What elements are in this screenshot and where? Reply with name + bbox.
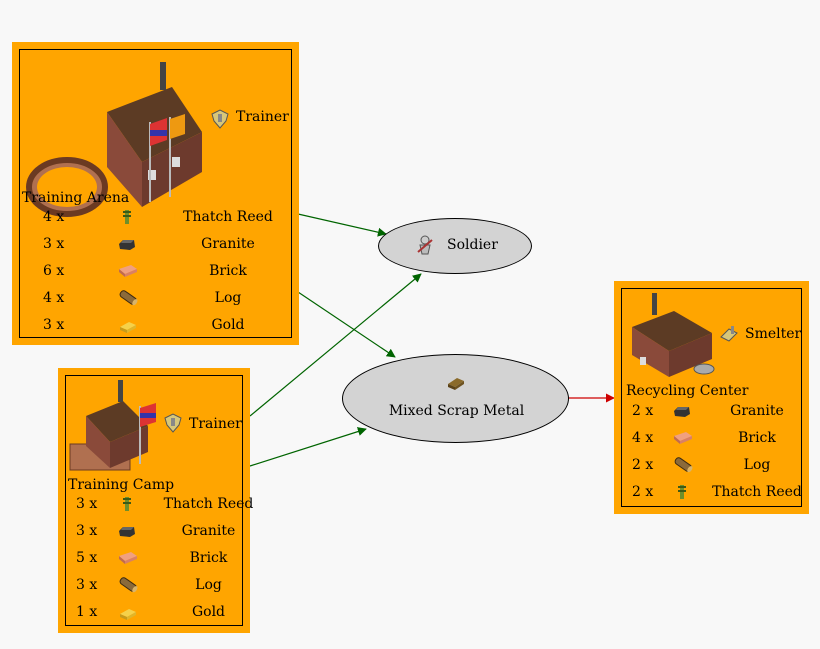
trainer-icon [211,109,229,129]
input-qty: 3 x [76,523,98,539]
input-qty: 4 x [632,430,654,446]
node-training-camp[interactable]: Trainer Training Camp 3 x Thatch Reed 3 … [58,368,253,633]
input-name: Brick [209,263,247,279]
soldier-label: Soldier [447,237,498,253]
thatch-reed-icon [678,485,686,499]
node-training-arena[interactable]: Trainer Training Arena 4 x Thatch Reed 3… [12,42,299,345]
input-qty: 2 x [632,484,654,500]
edge-camp-scrap [249,427,367,467]
input-row: 3 x Gold [43,313,283,340]
worker-label: Trainer [236,109,289,125]
scrap-metal-icon [448,378,464,390]
building-name: Recycling Center [626,383,749,399]
input-name: Granite [730,403,784,419]
node-border [19,49,292,338]
granite-icon [674,407,690,417]
input-name: Thatch Reed [712,484,802,500]
brick-icon [119,552,137,564]
gold-icon [120,322,136,333]
input-qty: 4 x [43,290,65,306]
worker-label: Smelter [745,326,802,342]
input-row: 2 x Log [632,453,802,480]
input-name: Log [195,577,222,593]
input-row: 3 x Thatch Reed [76,492,253,519]
granite-icon [119,527,135,537]
node-recycling-center[interactable]: Smelter Recycling Center 2 x Granite 4 x… [614,281,809,514]
edge-camp-soldier [249,273,422,417]
node-border [621,288,802,507]
input-qty: 4 x [43,209,65,225]
scrap-metal-label: Mixed Scrap Metal [388,403,525,419]
input-qty: 3 x [43,317,65,333]
log-icon [119,290,138,306]
input-row: 2 x Thatch Reed [632,480,802,507]
smelter-icon [720,326,738,342]
input-name: Brick [738,430,776,446]
input-qty: 3 x [43,236,65,252]
input-name: Gold [191,604,226,620]
edge-arena-soldier [297,213,387,237]
granite-icon [119,240,135,250]
input-row: 2 x Granite [632,399,802,426]
input-row: 4 x Log [43,286,283,313]
training-camp-building-icon [69,380,156,471]
input-row: 5 x Brick [76,546,241,573]
input-row: 1 x Gold [76,600,241,627]
input-row: 3 x Granite [43,232,283,259]
input-qty: 2 x [632,457,654,473]
input-qty: 3 x [76,577,98,593]
building-name: Training Arena [22,190,130,206]
input-name: Log [743,457,771,473]
training-arena-building-icon [26,62,202,217]
brick-icon [119,265,137,277]
log-icon [674,457,693,473]
building-name: Training Camp [68,477,175,493]
input-qty: 3 x [76,496,98,512]
node-border [65,375,243,626]
input-name: Thatch Reed [183,209,273,225]
input-name: Gold [211,317,245,333]
input-qty: 1 x [76,604,98,620]
input-name: Thatch Reed [163,496,254,512]
gold-icon [120,609,136,620]
input-name: Log [214,290,242,306]
input-row: 4 x Thatch Reed [43,205,283,232]
input-row: 4 x Brick [632,426,802,453]
input-name: Granite [201,236,255,252]
log-icon [119,577,138,593]
trainer-icon [164,413,182,433]
input-name: Granite [181,523,236,539]
input-name: Brick [189,550,228,566]
node-soldier[interactable]: Soldier [378,218,532,274]
recycling-center-building-icon [632,293,715,377]
input-qty: 5 x [76,550,98,566]
input-qty: 6 x [43,263,65,279]
worker-label: Trainer [189,416,242,432]
thatch-reed-icon [123,210,131,224]
node-mixed-scrap-metal[interactable]: Mixed Scrap Metal [342,354,569,443]
input-row: 3 x Granite [76,519,241,546]
soldier-icon [417,235,433,255]
input-row: 6 x Brick [43,259,283,286]
thatch-reed-icon [123,497,131,511]
input-row: 3 x Log [76,573,241,600]
edge-arena-scrap [297,291,396,358]
input-qty: 2 x [632,403,654,419]
brick-icon [674,432,692,444]
